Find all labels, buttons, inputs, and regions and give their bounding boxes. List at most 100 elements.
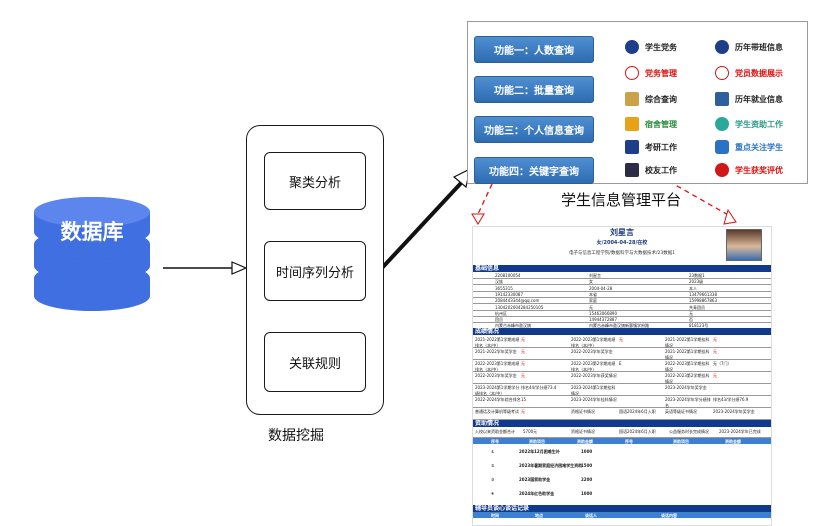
aid-cell: 2023年暑期家庭经济困难学生资助: [519, 463, 583, 468]
grade-cell: 2023-2024学年奖学金: [665, 385, 707, 390]
basic-info-cell: 2023级: [689, 279, 704, 285]
basic-info-cell: 2004-04-28: [589, 285, 613, 291]
aid-header-cell: 序号: [625, 439, 633, 444]
callout-left-head: [471, 213, 485, 225]
talk-header-cell: 谈话内容: [661, 513, 677, 518]
grade-cell: 2022-2023第1学期成绩排名（本/中）: [475, 361, 520, 372]
grade-cell: 国语2024年6月入职: [619, 409, 656, 414]
aid-cell: 2022年12月困难生补: [519, 449, 560, 454]
aid-cell: 1500: [581, 463, 593, 468]
aid-icon: [715, 117, 729, 131]
basic-info-cell: 家庭: [589, 298, 597, 304]
basic-info-cell: 3655315: [495, 285, 513, 291]
basic-info-cell: 杭州区: [495, 310, 507, 316]
student-subtitle: 女/2004-04-28/在校: [596, 240, 648, 246]
grade-cell: 无: [521, 337, 525, 342]
basic-info-cell: 内蒙古赤峰市敖汉旗: [495, 323, 531, 329]
member-star-icon: [715, 66, 729, 80]
grade-cell: 排名44/学分绩73.4: [521, 385, 557, 390]
module-party[interactable]: 学生党务: [625, 40, 677, 54]
function-4-button[interactable]: 功能四：关键字查询: [474, 157, 594, 184]
focus-icon: [715, 140, 729, 154]
grade-cell: 2023-2024学年挂科情况: [571, 397, 617, 402]
module-comprehensive-query[interactable]: 综合查询: [625, 92, 677, 106]
module-student-aid[interactable]: 学生资助工作: [715, 117, 783, 131]
module-dorm[interactable]: 宿舍管理: [625, 117, 677, 131]
grade-cell: 2023-2024学年学分绩排名: [665, 397, 711, 408]
grade-cell: 2022-2023第2学期成绩排名（本/中）: [571, 361, 616, 372]
grade-cell: 无: [521, 361, 525, 366]
module-alumni[interactable]: 校友工作: [625, 163, 677, 177]
dorm-icon: [625, 117, 639, 131]
function-1-button[interactable]: 功能一：人数查询: [474, 36, 594, 63]
database-icon: [34, 197, 150, 311]
grade-row: 2022-2023第1学期成绩排名（本/中）无 2022-2023第2学期成绩排名…: [473, 359, 771, 372]
aid-cell: ④: [491, 491, 495, 496]
grade-cell: 2021-2022第1学期成绩排名（本/中）: [475, 337, 520, 348]
function-2-button[interactable]: 功能二：批量查询: [474, 76, 594, 103]
basic-info-cell: 2208100054: [495, 273, 521, 278]
grade-cell: 无: [521, 349, 525, 354]
party-star-icon: [625, 66, 639, 80]
aid-summary-row: 入校以来资助金额合计 5700元 资格证书情况 国语2024年6月入职 公益服务…: [473, 427, 771, 438]
callout-right-head: [723, 208, 737, 225]
module-employment[interactable]: 历年就业信息: [715, 92, 783, 106]
module-awards[interactable]: 学生获奖评优: [715, 163, 783, 177]
function-3-button[interactable]: 功能三：个人信息查询: [474, 116, 594, 143]
basic-info-cell: 刘星言: [589, 273, 601, 278]
basic-info-cell: 2084443344@qq.com: [495, 298, 540, 304]
basic-info-cell: 13479661338: [689, 291, 717, 297]
basic-info-cell: 19142330087: [495, 291, 523, 297]
section-aid: 资助情况: [473, 420, 771, 427]
arrow-mining-to-platform: [380, 180, 464, 270]
grade-cell: 2022-2023学年获奖情况: [571, 373, 617, 378]
mining-caption: 数据挖掘: [268, 428, 324, 444]
talk-table-header: [473, 512, 771, 518]
grade-cell: 2023-2024第1学期挂科情况: [571, 385, 616, 396]
grade-cell: 无（7门）: [713, 361, 732, 366]
section-grades: 成绩情况: [473, 328, 771, 335]
grade-cell: 2023-2024学年奖学金: [713, 409, 755, 414]
module-focus-students[interactable]: 重点关注学生: [715, 140, 783, 154]
grade-cell: 2021-2022学年奖学金: [475, 349, 517, 354]
platform-caption: 学生信息管理平台: [561, 191, 682, 209]
student-dept: 电子与信息工程学院/数据科学与大数据技术/23数据1: [568, 251, 676, 256]
grade-cell: 无: [521, 373, 525, 378]
basic-info-cell: 本人: [689, 285, 697, 291]
grade-cell: 无: [713, 373, 717, 378]
basic-info-cell: 内蒙古赤峰市敖汉旗新惠镇学府路: [589, 323, 649, 329]
grade-cell: 普通话及计算机等级考试: [475, 409, 519, 414]
grade-cell: 英语等级证书情况: [665, 409, 697, 414]
basic-info-cell: 女: [589, 279, 593, 285]
aid-cell: 2024年红色助学金: [519, 491, 555, 496]
module-postgraduate[interactable]: 考研工作: [625, 140, 677, 154]
module-member-data[interactable]: 党员数据展示: [715, 66, 783, 80]
database-label: 数据库: [60, 220, 124, 244]
cluster-analysis-box: 聚类分析: [264, 152, 366, 210]
module-class-history[interactable]: 历年带班信息: [715, 40, 783, 54]
grade-cell: 2022-2023第2学期挂科情况: [665, 373, 710, 384]
callout-left-line: [477, 134, 516, 215]
module-party-management[interactable]: 党务管理: [625, 66, 677, 80]
grade-cell: 2022-2023学年奖学金: [571, 349, 613, 354]
basic-info-cell: 否: [689, 317, 693, 323]
aid-cell: 1000: [581, 449, 593, 454]
aid-table-header: [473, 438, 771, 444]
student-profile-document: 刘星言 女/2004-04-28/在校 电子与信息工程学院/数据科学与大数据技术…: [472, 226, 772, 526]
grade-cell: 排名43/学分绩76.9: [713, 397, 749, 402]
grade-cell: E: [619, 361, 622, 366]
aid-header-cell: 序号: [491, 439, 499, 444]
basic-info-cell: 1304202004284250105: [495, 304, 544, 310]
basic-info-cell: 15463066890: [589, 310, 617, 316]
